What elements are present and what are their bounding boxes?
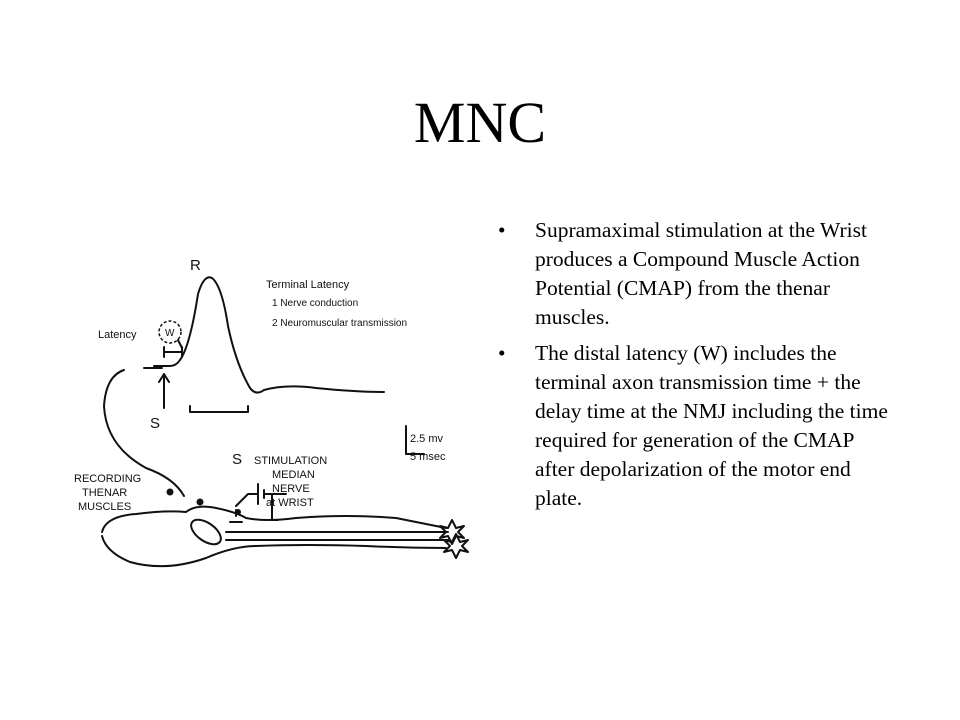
label-terminal-latency: Terminal Latency [266,279,350,291]
cmap-waveform [153,276,385,394]
neuron-cell-2 [443,533,469,559]
label-rec1: RECORDING [74,473,141,485]
label-stim4: at WRIST [266,497,314,509]
rec-electrode-2 [196,498,204,506]
bullet-item: • The distal latency (W) includes the te… [498,339,898,513]
latency-bracket [163,346,183,358]
label-stim2: MEDIAN [272,469,315,481]
label-s2: S [232,451,242,468]
stimulus-arrow [158,373,170,409]
stimulator-circuit [229,483,279,523]
w-pointer [177,339,183,349]
bullet-marker: • [498,218,506,242]
rec-electrode-1 [166,488,174,496]
label-stim3: NERVE [272,483,310,495]
label-r: R [190,257,201,274]
label-item1: 1 Nerve conduction [272,298,358,309]
bullet-list: • Supramaximal stimulation at the Wrist … [498,216,898,520]
w-circle [158,320,182,344]
bullet-item: • Supramaximal stimulation at the Wrist … [498,216,898,332]
bullet-marker: • [498,341,506,365]
thenar-muscle [190,518,222,546]
bullet-text: The distal latency (W) includes the term… [535,341,888,510]
bullet-text: Supramaximal stimulation at the Wrist pr… [535,218,867,329]
duration-bracket [189,405,249,413]
label-latency: Latency [98,329,137,341]
label-s1: S [150,415,160,432]
label-w: W [165,328,175,339]
label-stim1: STIMULATION [254,455,327,467]
label-rec3: MUSCLES [78,501,131,513]
label-scale-ms: 5 msec [410,451,446,463]
label-rec2: THENAR [82,487,127,499]
median-nerve [225,531,451,541]
label-item2: 2 Neuromuscular transmission [272,318,407,329]
mnc-diagram: R Terminal Latency 1 Nerve conduction 2 … [66,246,486,586]
scale-bar [405,425,425,455]
slide-title: MNC [413,90,547,155]
label-scale-mv: 2.5 mv [410,433,444,445]
mnc-diagram-svg: R Terminal Latency 1 Nerve conduction 2 … [74,257,469,568]
hand-arm-outline [101,505,447,568]
recording-lead [103,369,185,497]
